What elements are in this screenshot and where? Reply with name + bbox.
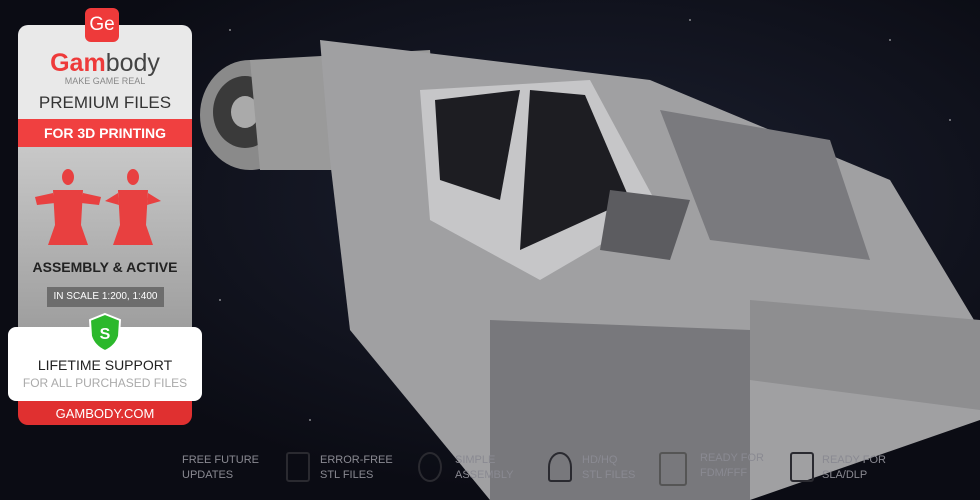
gambody-promo-panel: Gambody MAKE GAME REAL PREMIUM FILES Ge … xyxy=(8,8,202,425)
gambody-website-link[interactable]: GAMBODY.COM xyxy=(18,401,192,425)
shield-icon: S xyxy=(88,312,122,352)
tagline: MAKE GAME REAL xyxy=(64,76,146,86)
puzzle-icon xyxy=(418,452,442,482)
gambody-logo-icon: Ge xyxy=(85,8,119,42)
svg-text:S: S xyxy=(100,326,111,343)
brand-logo[interactable]: Gambody xyxy=(50,49,160,77)
spaceship-model-render xyxy=(200,19,980,500)
assembly-figures-icon xyxy=(35,169,161,245)
stl-file-icon xyxy=(286,452,310,482)
purchased-files-subtitle: FOR ALL PURCHASED FILES xyxy=(22,376,188,390)
for-3d-printing-banner: FOR 3D PRINTING xyxy=(18,119,192,147)
premium-files-heading: PREMIUM FILES xyxy=(38,93,172,112)
fdm-printer-icon xyxy=(659,452,687,486)
sla-printer-icon xyxy=(790,452,814,482)
assembly-active-heading: ASSEMBLY & ACTIVE xyxy=(32,259,178,275)
bust-icon xyxy=(548,452,572,482)
lifetime-support-heading: LIFETIME SUPPORT xyxy=(37,357,173,373)
scale-label: IN SCALE 1:200, 1:400 xyxy=(47,287,164,307)
